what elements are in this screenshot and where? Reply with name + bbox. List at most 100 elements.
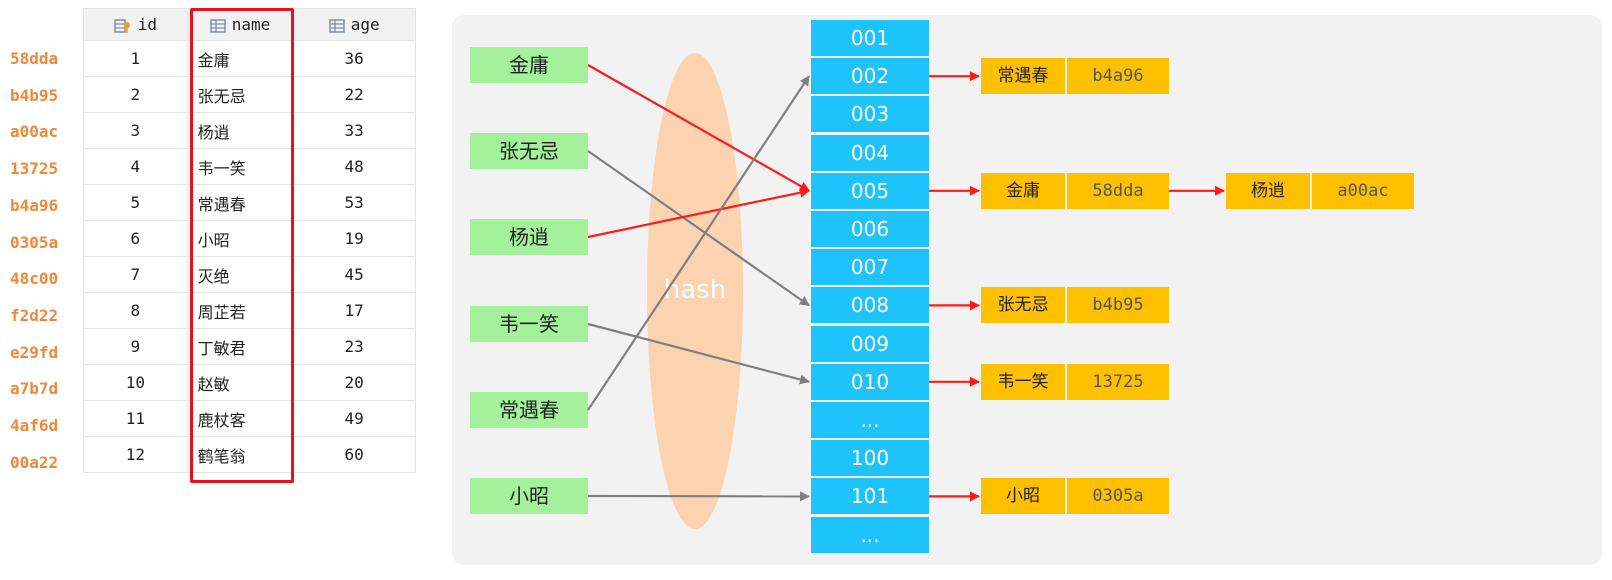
row-hash-label: 00a22 bbox=[10, 452, 59, 472]
cell-age[interactable]: 49 bbox=[292, 400, 416, 437]
cell-name[interactable]: 周芷若 bbox=[186, 292, 294, 329]
cell-name[interactable]: 韦一笑 bbox=[186, 148, 294, 185]
row-hash-label: f2d22 bbox=[10, 305, 59, 325]
chain-node-hash: a00ac bbox=[1312, 172, 1414, 209]
chain-node-name: 常遇春 bbox=[981, 58, 1065, 95]
row-hash-label: 48c00 bbox=[10, 269, 59, 289]
key-box: 金庸 bbox=[470, 47, 588, 83]
cell-name[interactable]: 小昭 bbox=[186, 220, 294, 257]
cell-id[interactable]: 8 bbox=[83, 292, 188, 329]
chain-node-hash: 0305a bbox=[1067, 478, 1169, 515]
chain-node-name: 小昭 bbox=[981, 478, 1065, 515]
chain-node-name: 韦一笑 bbox=[981, 363, 1065, 400]
chain-node-hash: 58dda bbox=[1067, 172, 1169, 209]
bucket-slot: 002 bbox=[811, 58, 929, 95]
row-hash-label: e29fd bbox=[10, 342, 59, 362]
chain-node-hash: b4b95 bbox=[1067, 287, 1169, 324]
cell-id[interactable]: 1 bbox=[83, 40, 188, 77]
cell-name[interactable]: 鹤笔翁 bbox=[186, 436, 294, 473]
cell-id[interactable]: 9 bbox=[83, 328, 188, 365]
cell-age[interactable]: 36 bbox=[292, 40, 416, 77]
bucket-slot: 009 bbox=[811, 325, 929, 362]
column-header-age-label: age bbox=[350, 15, 380, 34]
cell-age[interactable]: 20 bbox=[292, 364, 416, 401]
cell-name[interactable]: 鹿杖客 bbox=[186, 400, 294, 437]
cell-id[interactable]: 5 bbox=[83, 184, 188, 221]
column-icon bbox=[210, 18, 226, 33]
row-hash-label: a00ac bbox=[10, 122, 59, 142]
cell-id[interactable]: 11 bbox=[83, 400, 188, 437]
cell-name[interactable]: 张无忌 bbox=[186, 76, 294, 113]
cell-id[interactable]: 6 bbox=[83, 220, 188, 257]
chain-node-name: 张无忌 bbox=[981, 287, 1065, 324]
row-hash-label: b4b95 bbox=[10, 85, 59, 105]
column-header-id-label: id bbox=[137, 15, 157, 34]
bucket-slot: 007 bbox=[811, 249, 929, 286]
row-hash-label: 0305a bbox=[10, 232, 59, 252]
bucket-slot: 010 bbox=[811, 363, 929, 400]
cell-age[interactable]: 33 bbox=[292, 112, 416, 149]
row-hash-label: 13725 bbox=[10, 159, 59, 179]
cell-age[interactable]: 17 bbox=[292, 292, 416, 329]
row-hash-label: a7b7d bbox=[10, 379, 59, 399]
cell-name[interactable]: 赵敏 bbox=[186, 364, 294, 401]
bucket-slot: 101 bbox=[811, 478, 929, 515]
bucket-slot: 100 bbox=[811, 440, 929, 477]
cell-id[interactable]: 2 bbox=[83, 76, 188, 113]
chain-node-name: 杨逍 bbox=[1226, 172, 1310, 209]
key-box: 杨逍 bbox=[470, 219, 588, 255]
key-box: 常遇春 bbox=[470, 392, 588, 428]
chain-node-hash: 13725 bbox=[1067, 363, 1169, 400]
cell-age[interactable]: 48 bbox=[292, 148, 416, 185]
cell-id[interactable]: 3 bbox=[83, 112, 188, 149]
cell-name[interactable]: 常遇春 bbox=[186, 184, 294, 221]
bucket-slot: 005 bbox=[811, 172, 929, 209]
column-header-age[interactable]: age bbox=[292, 8, 416, 41]
column-header-id[interactable]: id bbox=[83, 8, 188, 41]
column-header-name-label: name bbox=[231, 15, 271, 34]
bucket-slot: ... bbox=[811, 402, 929, 438]
cell-id[interactable]: 12 bbox=[83, 436, 188, 473]
key-box: 张无忌 bbox=[470, 133, 588, 169]
cell-name[interactable]: 金庸 bbox=[186, 40, 294, 77]
cell-age[interactable]: 19 bbox=[292, 220, 416, 257]
cell-id[interactable]: 4 bbox=[83, 148, 188, 185]
bucket-slot: 001 bbox=[811, 20, 929, 56]
bucket-slot: 003 bbox=[811, 96, 929, 133]
bucket-slot: 006 bbox=[811, 211, 929, 247]
cell-age[interactable]: 45 bbox=[292, 256, 416, 293]
table-header-row: id name age bbox=[83, 8, 416, 41]
primary-key-column-icon bbox=[113, 18, 130, 33]
key-box: 韦一笑 bbox=[470, 306, 588, 342]
cell-age[interactable]: 60 bbox=[292, 436, 416, 473]
hash-function-label: hash bbox=[663, 275, 727, 305]
name-column-highlight bbox=[190, 8, 294, 483]
cell-id[interactable]: 7 bbox=[83, 256, 188, 293]
bucket-slot: 004 bbox=[811, 134, 929, 171]
key-box: 小昭 bbox=[470, 478, 588, 514]
bucket-slot: ... bbox=[811, 516, 929, 553]
cell-name[interactable]: 灭绝 bbox=[186, 256, 294, 293]
cell-age[interactable]: 23 bbox=[292, 328, 416, 365]
chain-node-hash: b4a96 bbox=[1067, 58, 1169, 95]
bucket-slot: 008 bbox=[811, 287, 929, 324]
chain-node-name: 金庸 bbox=[981, 172, 1065, 209]
cell-age[interactable]: 22 bbox=[292, 76, 416, 113]
cell-id[interactable]: 10 bbox=[83, 364, 188, 401]
cell-age[interactable]: 53 bbox=[292, 184, 416, 221]
cell-name[interactable]: 杨逍 bbox=[186, 112, 294, 149]
